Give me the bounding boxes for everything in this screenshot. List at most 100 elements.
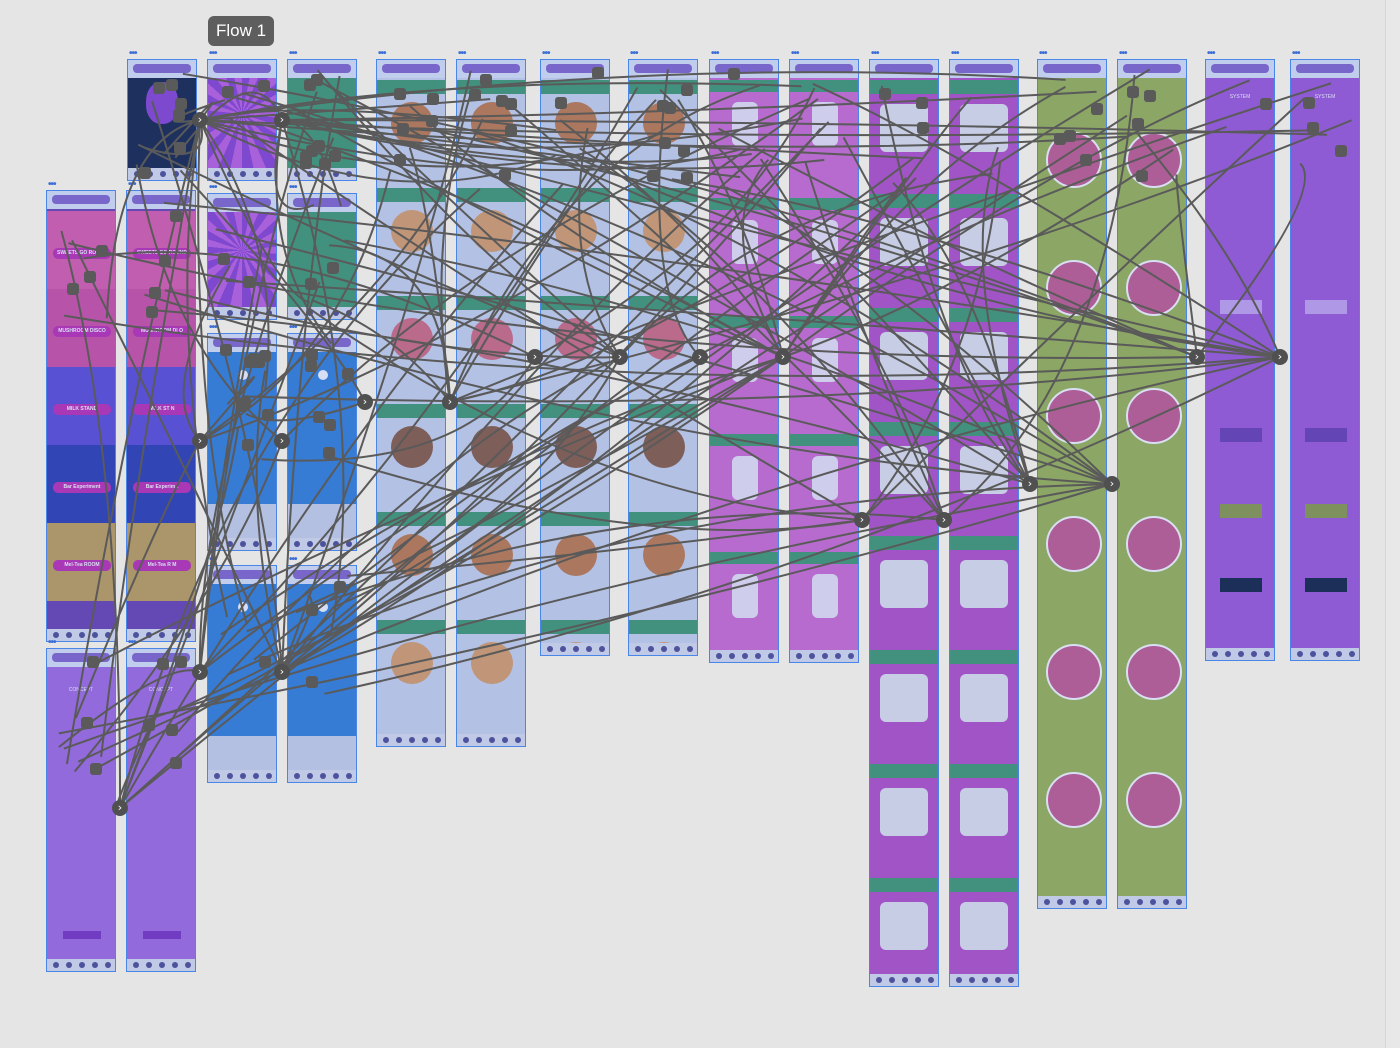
tab-icon[interactable] <box>266 171 272 177</box>
flow-arrow-icon[interactable]: › <box>192 433 208 449</box>
tab-icon[interactable] <box>729 653 735 659</box>
tab-icon[interactable] <box>1238 651 1244 657</box>
connection-node[interactable] <box>259 350 272 363</box>
frame-menu-icon[interactable]: ••• <box>711 48 719 59</box>
tab-icon[interactable] <box>648 646 654 652</box>
tab-icon[interactable] <box>294 310 300 316</box>
tab-icon[interactable] <box>173 171 179 177</box>
room-button[interactable]: MILK STAND <box>53 404 111 415</box>
tab-bar[interactable] <box>288 770 356 782</box>
tab-icon[interactable] <box>214 773 220 779</box>
tab-icon[interactable] <box>716 653 722 659</box>
connection-node[interactable] <box>66 283 79 296</box>
connection-node[interactable] <box>555 96 568 109</box>
flow-arrow-icon[interactable]: › <box>274 664 290 680</box>
tab-icon[interactable] <box>227 171 233 177</box>
tab-icon[interactable] <box>1297 651 1303 657</box>
connection-node[interactable] <box>152 81 165 94</box>
tab-icon[interactable] <box>1310 651 1316 657</box>
frame-menu-icon[interactable]: ••• <box>791 48 799 59</box>
tab-icon[interactable] <box>635 646 641 652</box>
tab-icon[interactable] <box>214 310 220 316</box>
connection-node[interactable] <box>81 716 93 729</box>
flow-arrow-icon[interactable]: › <box>112 800 128 816</box>
connection-node[interactable] <box>646 169 659 182</box>
tab-icon[interactable] <box>146 962 152 968</box>
tab-bar[interactable] <box>790 650 858 662</box>
tab-icon[interactable] <box>172 632 178 638</box>
tab-icon[interactable] <box>1057 899 1063 905</box>
flow-arrow-icon[interactable]: › <box>357 394 373 410</box>
tab-icon[interactable] <box>346 773 352 779</box>
connection-node[interactable] <box>312 139 325 152</box>
tab-icon[interactable] <box>346 310 352 316</box>
tab-icon[interactable] <box>266 310 272 316</box>
tab-icon[interactable] <box>422 737 428 743</box>
connection-node[interactable] <box>681 172 694 185</box>
tab-icon[interactable] <box>956 977 962 983</box>
flow-arrow-icon[interactable]: › <box>936 512 952 528</box>
screen-frame[interactable] <box>456 59 526 747</box>
connection-node[interactable] <box>879 88 892 101</box>
tab-icon[interactable] <box>186 171 192 177</box>
room-button[interactable]: Mel-Tea ROOM <box>53 560 111 571</box>
screen-frame[interactable] <box>949 59 1019 987</box>
screen-frame[interactable] <box>127 59 197 181</box>
tab-icon[interactable] <box>253 773 259 779</box>
connection-node[interactable] <box>728 67 741 80</box>
tab-icon[interactable] <box>1176 899 1182 905</box>
frame-menu-icon[interactable]: ••• <box>289 554 297 565</box>
tab-icon[interactable] <box>1096 899 1102 905</box>
screen-frame[interactable] <box>376 59 446 747</box>
flow-arrow-icon[interactable]: › <box>1022 476 1038 492</box>
tab-icon[interactable] <box>1349 651 1355 657</box>
screen-frame[interactable] <box>540 59 610 656</box>
connection-node[interactable] <box>480 73 493 86</box>
screen-frame[interactable] <box>1117 59 1187 909</box>
tab-icon[interactable] <box>105 632 111 638</box>
tab-icon[interactable] <box>307 310 313 316</box>
connection-node[interactable] <box>319 158 332 171</box>
tab-icon[interactable] <box>476 737 482 743</box>
tab-bar[interactable] <box>288 538 356 550</box>
tab-icon[interactable] <box>1044 899 1050 905</box>
flow-arrow-icon[interactable]: › <box>274 433 290 449</box>
connection-node[interactable] <box>157 658 170 671</box>
frame-menu-icon[interactable]: ••• <box>1119 48 1127 59</box>
tab-icon[interactable] <box>307 541 313 547</box>
tab-icon[interactable] <box>79 632 85 638</box>
tab-icon[interactable] <box>560 646 566 652</box>
connection-node[interactable] <box>681 83 694 96</box>
frame-menu-icon[interactable]: ••• <box>951 48 959 59</box>
tab-bar[interactable] <box>457 734 525 746</box>
screen-frame[interactable] <box>1037 59 1107 909</box>
tab-icon[interactable] <box>185 632 191 638</box>
tab-icon[interactable] <box>1150 899 1156 905</box>
tab-icon[interactable] <box>253 541 259 547</box>
tab-bar[interactable] <box>1206 648 1274 660</box>
tab-icon[interactable] <box>159 632 165 638</box>
connection-node[interactable] <box>324 418 337 431</box>
connection-node[interactable] <box>397 123 410 136</box>
tab-icon[interactable] <box>66 632 72 638</box>
tab-icon[interactable] <box>1225 651 1231 657</box>
tab-icon[interactable] <box>835 653 841 659</box>
frame-menu-icon[interactable]: ••• <box>871 48 879 59</box>
screen-frame[interactable] <box>207 565 277 783</box>
tab-icon[interactable] <box>133 962 139 968</box>
tab-icon[interactable] <box>982 977 988 983</box>
concept-button[interactable] <box>143 931 181 939</box>
tab-icon[interactable] <box>995 977 1001 983</box>
tab-icon[interactable] <box>383 737 389 743</box>
connection-node[interactable] <box>261 408 274 421</box>
room-button[interactable]: Bar Experim t <box>133 482 191 493</box>
connection-node[interactable] <box>1303 96 1316 109</box>
room-button[interactable]: MILK ST N <box>133 404 191 415</box>
frame-menu-icon[interactable]: ••• <box>209 554 217 565</box>
tab-icon[interactable] <box>1070 899 1076 905</box>
tab-icon[interactable] <box>687 646 693 652</box>
tab-icon[interactable] <box>159 962 165 968</box>
tab-icon[interactable] <box>1264 651 1270 657</box>
screen-frame[interactable] <box>207 59 277 181</box>
tab-bar[interactable] <box>208 770 276 782</box>
